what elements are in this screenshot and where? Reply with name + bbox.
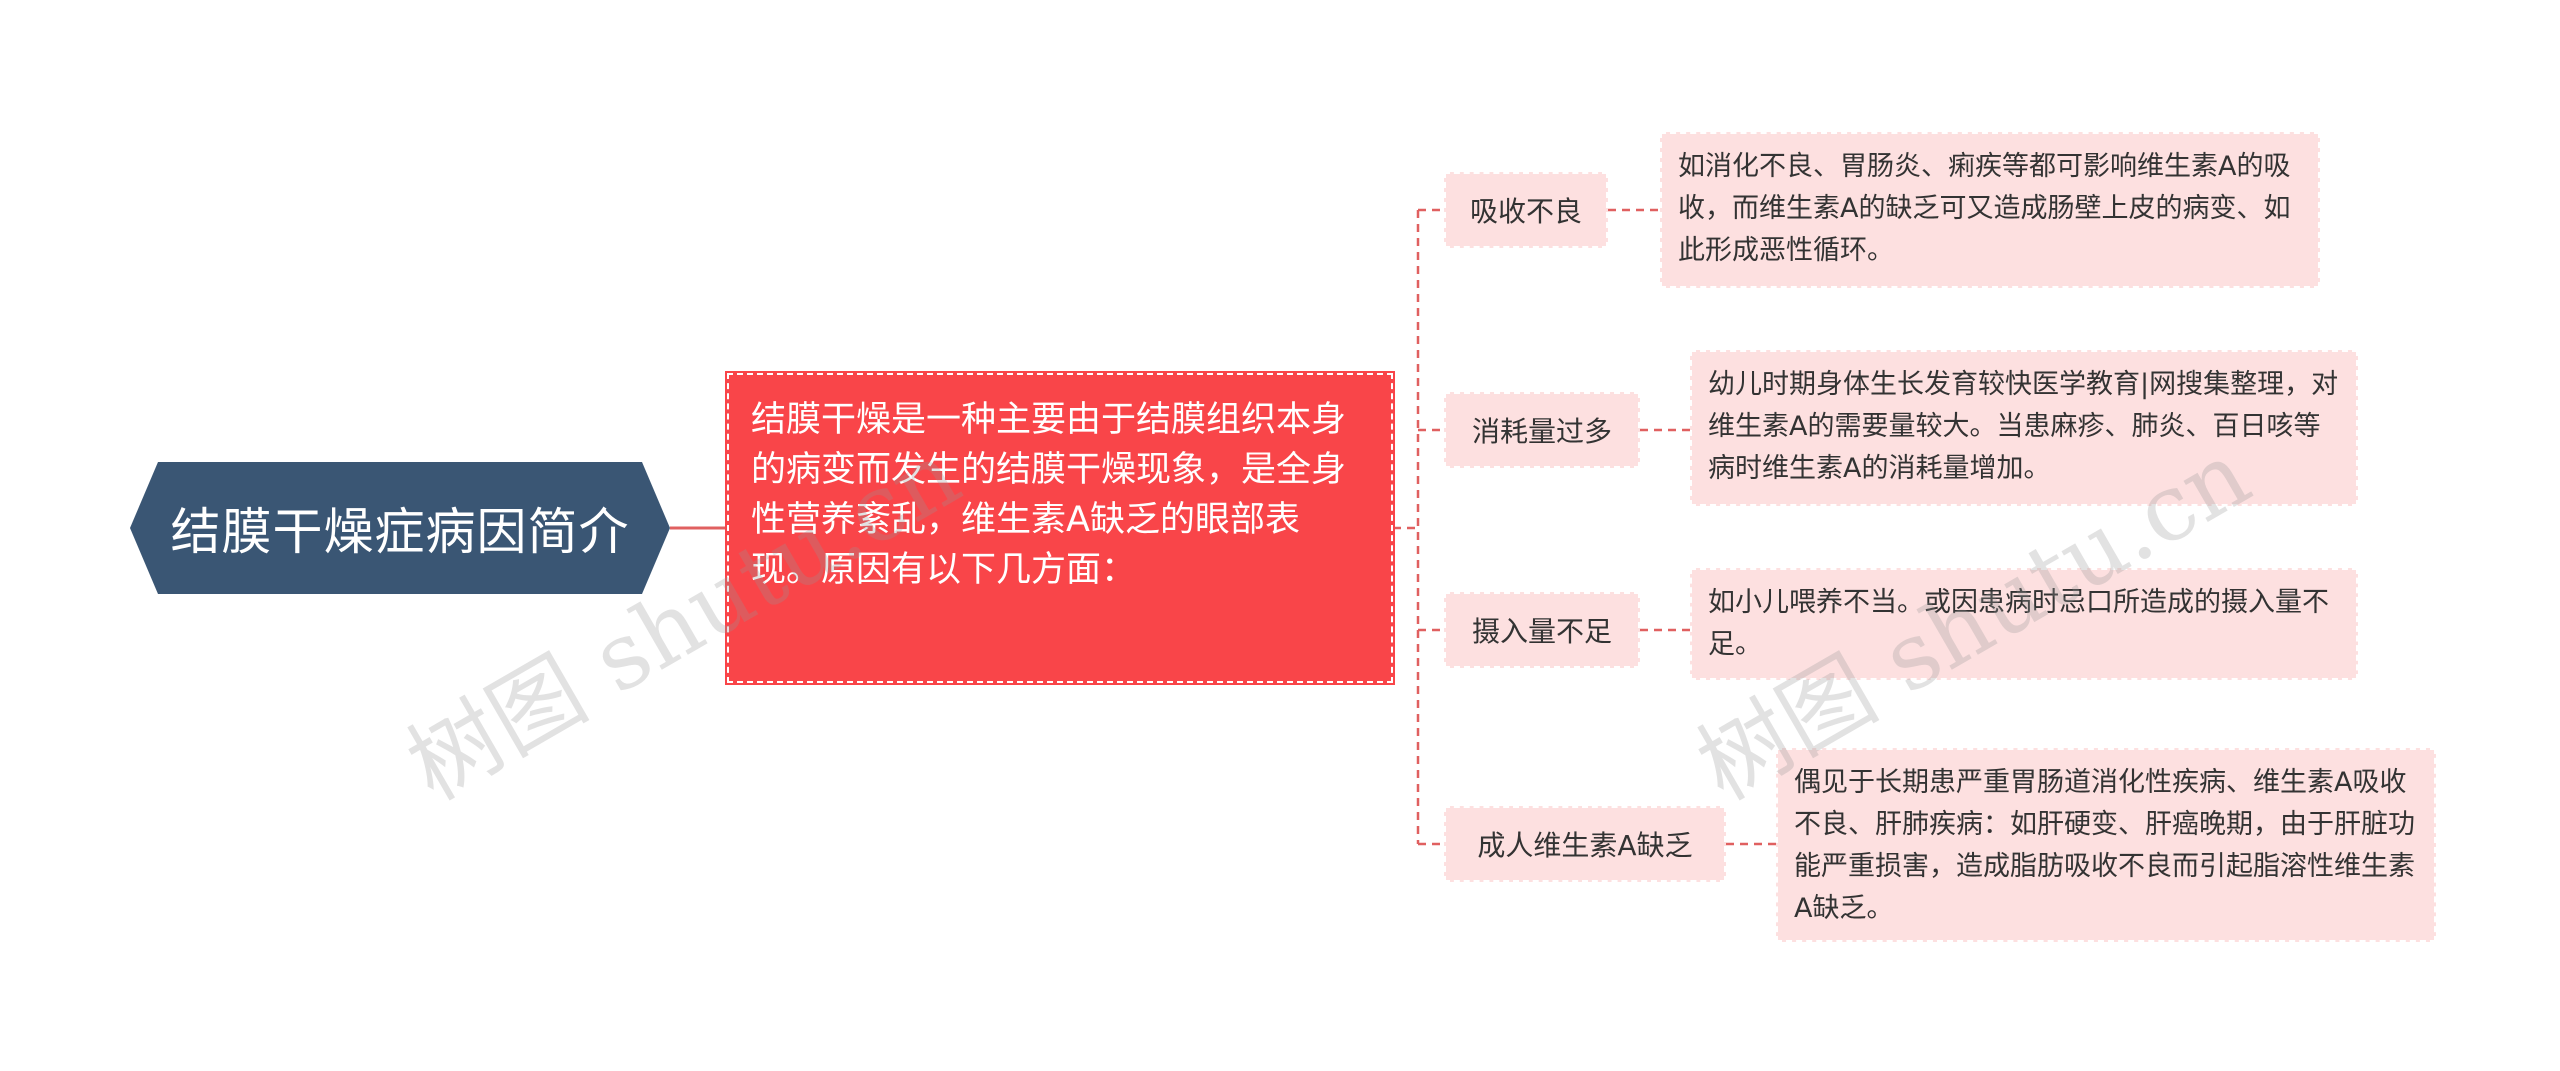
branch-consumption[interactable]: 消耗量过多 <box>1444 392 1640 468</box>
main-topic-node[interactable]: 结膜干燥是一种主要由于结膜组织本身的病变而发生的结膜干燥现象，是全身性营养紊乱，… <box>725 371 1395 685</box>
branch-label: 摄入量不足 <box>1471 615 1612 648</box>
detail-text: 如消化不良、胃肠炎、痢疾等都可影响维生素A的吸收，而维生素A的缺乏可又造成肠壁上… <box>1678 151 2291 266</box>
main-topic-text: 结膜干燥是一种主要由于结膜组织本身的病变而发生的结膜干燥现象，是全身性营养紊乱，… <box>751 400 1347 590</box>
branch-adult-deficiency[interactable]: 成人维生素A缺乏 <box>1444 806 1726 882</box>
detail-absorption[interactable]: 如消化不良、胃肠炎、痢疾等都可影响维生素A的吸收，而维生素A的缺乏可又造成肠壁上… <box>1660 132 2320 288</box>
branch-intake[interactable]: 摄入量不足 <box>1444 592 1640 668</box>
detail-intake[interactable]: 如小儿喂养不当。或因患病时忌口所造成的摄入量不足。 <box>1690 568 2358 680</box>
detail-text: 偶见于长期患严重胃肠道消化性疾病、维生素A吸收不良、肝肺疾病：如肝硬变、肝癌晚期… <box>1794 767 2415 924</box>
detail-text: 幼儿时期身体生长发育较快医学教育|网搜集整理，对维生素A的需要量较大。当患麻疹、… <box>1708 369 2339 484</box>
root-label: 结膜干燥症病因简介 <box>170 503 630 561</box>
detail-consumption[interactable]: 幼儿时期身体生长发育较快医学教育|网搜集整理，对维生素A的需要量较大。当患麻疹、… <box>1690 350 2358 506</box>
detail-text: 如小儿喂养不当。或因患病时忌口所造成的摄入量不足。 <box>1708 587 2329 660</box>
branch-label: 成人维生素A缺乏 <box>1477 829 1693 862</box>
detail-adult-deficiency[interactable]: 偶见于长期患严重胃肠道消化性疾病、维生素A吸收不良、肝肺疾病：如肝硬变、肝癌晚期… <box>1776 748 2436 942</box>
root-node[interactable]: 结膜干燥症病因简介 <box>130 462 670 594</box>
branch-label: 吸收不良 <box>1469 195 1582 228</box>
branch-label: 消耗量过多 <box>1471 415 1612 448</box>
branch-absorption[interactable]: 吸收不良 <box>1444 172 1608 248</box>
